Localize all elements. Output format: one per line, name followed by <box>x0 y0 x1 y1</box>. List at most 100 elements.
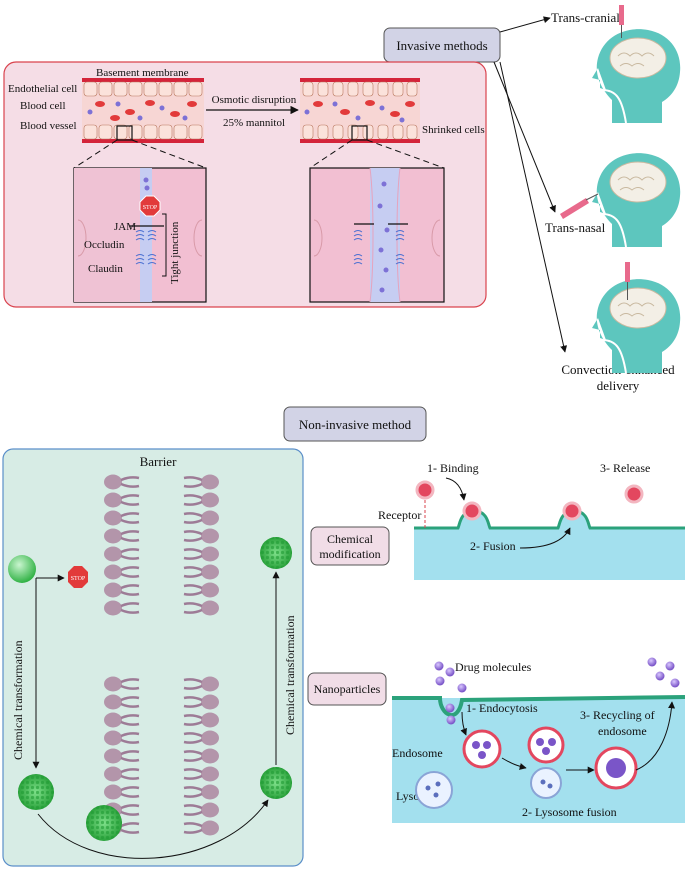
lipid-head <box>201 676 219 692</box>
syringe-cranial-icon <box>619 5 624 38</box>
step-release: 3- Release <box>600 461 650 475</box>
lipid-head <box>201 546 219 562</box>
lipid-tail <box>120 494 140 506</box>
drug-molecules-icon <box>434 657 680 725</box>
zoom-box-left <box>73 167 207 303</box>
chem-mod-tissue <box>414 508 685 580</box>
lipid-head <box>104 676 122 692</box>
nanoparticles-label: Nanoparticles <box>314 682 381 696</box>
lipid-tail <box>120 566 140 578</box>
lipid-tail <box>183 566 203 578</box>
lipid-tail <box>120 512 140 524</box>
lipid-head <box>104 582 122 598</box>
lipid-tail <box>120 768 140 780</box>
lipid-tail <box>183 494 203 506</box>
lipid-tail <box>183 750 203 762</box>
zoom-box-right <box>309 167 445 303</box>
lipid-tail <box>120 678 140 690</box>
lipid-tail <box>183 548 203 560</box>
lipid-tail <box>183 732 203 744</box>
stop-sign-icon <box>68 566 88 588</box>
label-endocytosis: 1- Endocytosis <box>466 701 538 715</box>
lipid-head <box>201 528 219 544</box>
label-jam: JAM <box>114 221 136 233</box>
barrier-panel <box>2 448 304 867</box>
green-nanoparticle-spiky-icon <box>18 537 292 841</box>
chemical-modification-box[interactable] <box>310 526 390 566</box>
barrier-label: Barrier <box>140 454 177 469</box>
head-trans-cranial-icon <box>592 29 681 124</box>
lipid-tail <box>120 732 140 744</box>
lipid-head <box>201 600 219 616</box>
label-receptor: Receptor <box>378 508 421 522</box>
label-osmotic-disruption: Osmotic disruption <box>212 94 297 106</box>
label-recycling-1: 3- Recycling of <box>580 708 655 722</box>
step-fusion: 2- Fusion <box>470 539 516 553</box>
non-invasive-title: Non-invasive method <box>299 417 412 432</box>
lipid-tail <box>183 602 203 614</box>
zoom-lines <box>73 139 445 169</box>
lipid-bilayer <box>104 474 219 836</box>
lipid-head <box>104 766 122 782</box>
non-invasive-method-box[interactable] <box>283 406 427 442</box>
arrow-endocytosis <box>460 711 467 736</box>
lipid-head <box>201 582 219 598</box>
lipid-tail <box>120 476 140 488</box>
lipid-tail <box>183 822 203 834</box>
vessel-right <box>300 78 420 143</box>
head-convection-icon <box>592 279 681 374</box>
lipid-head <box>201 492 219 508</box>
route-trans-nasal: Trans-nasal <box>545 220 606 235</box>
lipid-head <box>201 694 219 710</box>
lipid-head <box>201 802 219 818</box>
lipid-head <box>201 474 219 490</box>
arrow-release <box>635 701 676 771</box>
lipid-tail <box>183 696 203 708</box>
route-convection-line2: delivery <box>597 378 640 393</box>
lipid-head <box>201 712 219 728</box>
nanoparticles-box[interactable] <box>307 672 387 706</box>
endosome-vesicles <box>415 726 638 809</box>
lipid-head <box>104 712 122 728</box>
lipid-tail <box>120 804 140 816</box>
label-lysosome-fusion: 2- Lysosome fusion <box>522 805 617 819</box>
label-blood-vessel: Blood vessel <box>20 120 77 132</box>
arrow-binding <box>445 477 467 501</box>
lipid-head <box>104 600 122 616</box>
invasive-methods-title: Invasive methods <box>396 38 487 53</box>
lipid-tail <box>183 512 203 524</box>
lipid-head <box>104 564 122 580</box>
lipid-head <box>201 730 219 746</box>
lipid-head <box>104 528 122 544</box>
label-mannitol: 25% mannitol <box>223 117 285 129</box>
lipid-tail <box>120 696 140 708</box>
arrow-to-fusion <box>501 757 527 770</box>
lipid-head <box>104 546 122 562</box>
lipid-tail <box>183 714 203 726</box>
route-trans-cranial: Trans-cranial <box>551 10 620 25</box>
lipid-head <box>104 492 122 508</box>
lipid-tail <box>120 530 140 542</box>
syringe-convection-icon <box>625 262 630 300</box>
label-claudin: Claudin <box>88 263 123 275</box>
label-endosome: Endosome <box>392 746 443 760</box>
vessel-left <box>82 78 204 143</box>
syringe-nasal-icon <box>560 193 599 219</box>
lipid-tail <box>120 750 140 762</box>
lipid-tail <box>183 530 203 542</box>
label-occludin: Occludin <box>84 239 125 251</box>
green-sphere-icon <box>8 555 36 583</box>
lipid-tail <box>120 584 140 596</box>
label-shrinked-cells: Shrinked cells <box>422 124 485 136</box>
lipid-tail <box>120 714 140 726</box>
chem-mod-line1: Chemical <box>327 532 374 546</box>
lipid-tail <box>120 602 140 614</box>
label-blood-cell: Blood cell <box>20 100 66 112</box>
lipid-head <box>104 474 122 490</box>
head-trans-nasal-icon <box>592 153 681 248</box>
label-endothelial-cell: Endothelial cell <box>8 83 77 95</box>
lipid-head <box>104 784 122 800</box>
lipid-tail <box>120 786 140 798</box>
